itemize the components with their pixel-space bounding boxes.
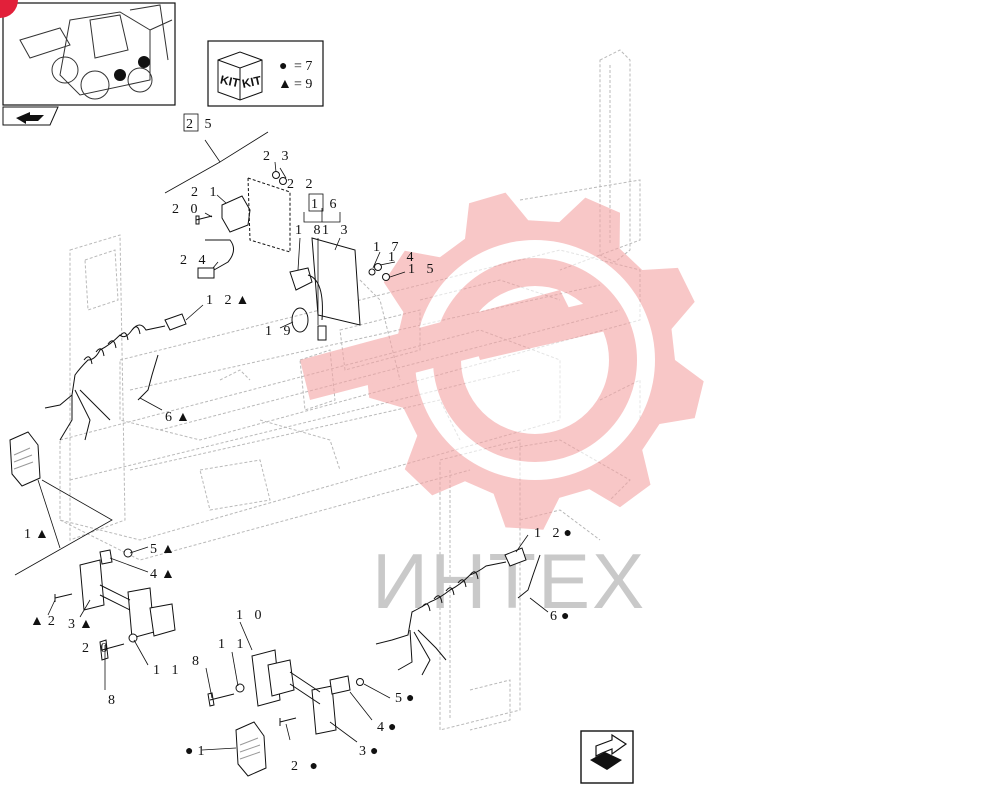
kit-legend-box: KIT KIT ● = 7 ▲ = 9 (207, 40, 324, 107)
callout-6-circle[interactable]: 6● (550, 609, 573, 624)
callout-21[interactable]: 2 1 (191, 185, 221, 200)
callout-4-circle[interactable]: 4● (377, 720, 400, 735)
callout-5-triangle[interactable]: 5▲ (150, 542, 179, 557)
rear-lamp-lower-part (235, 721, 267, 777)
next-page-icon[interactable] (580, 730, 634, 784)
kit-label-right: KIT (241, 73, 263, 91)
kit-legend-triangle-value: = 9 (294, 77, 312, 92)
back-arrow-icon[interactable] (2, 106, 59, 126)
kit-legend-circle-symbol: ● (279, 59, 287, 74)
callout-1-triangle[interactable]: 1▲ (24, 527, 53, 542)
callout-16[interactable]: 1 6 (311, 197, 341, 212)
bracket-plate-part (247, 177, 291, 253)
cable-part (205, 239, 234, 271)
callout-23[interactable]: 2 3 (263, 149, 293, 164)
callout-box-25 (183, 113, 199, 132)
connector-part (197, 267, 215, 279)
kit-legend-triangle-symbol: ▲ (278, 77, 292, 92)
callout-14[interactable]: 1 4 (388, 250, 418, 265)
callout-22-upper[interactable]: 2 2 (287, 177, 317, 192)
callout-2-circle[interactable]: 2 ● (291, 759, 322, 774)
callout-17[interactable]: 1 7 (373, 240, 403, 255)
lamp-housing-part (221, 195, 251, 233)
rear-lamp-part (9, 431, 41, 487)
callout-3-circle[interactable]: 3● (359, 744, 382, 759)
callout-11-left[interactable]: 1 1 (153, 663, 183, 678)
watermark-text: ИНТЕХ (372, 537, 646, 625)
callout-24[interactable]: 2 4 (180, 253, 210, 268)
callout-3-triangle[interactable]: 3▲ (68, 617, 97, 632)
callout-6-triangle[interactable]: 6▲ (165, 410, 194, 425)
callout-11-right[interactable]: 1 1 (218, 637, 248, 652)
callout-12-circle[interactable]: 1 2● (534, 526, 576, 541)
callout-10[interactable]: 1 0 (236, 608, 266, 623)
callout-8-left[interactable]: 8 (108, 693, 119, 708)
callout-20-upper[interactable]: 2 0 (172, 202, 202, 217)
callout-labels: 2 5 2 3 2 2 2 2 2 1 2 0 1 6 1 8 1 3 1 7 … (24, 117, 576, 774)
plate-part (311, 237, 361, 326)
callout-18[interactable]: 1 8 (295, 223, 325, 238)
kit-legend-circle-value: = 7 (294, 59, 312, 74)
callout-13[interactable]: 1 3 (322, 223, 352, 238)
screw-part (195, 215, 213, 225)
kit-label-left: KIT (219, 73, 241, 91)
callout-19[interactable]: 1 9 (265, 324, 295, 339)
callout-12-triangle[interactable]: 1 2▲ (206, 293, 253, 308)
wiring-harness-part (164, 313, 187, 331)
leader-lines (14, 131, 549, 751)
callout-4-triangle[interactable]: 4▲ (150, 567, 179, 582)
callout-20-lower[interactable]: 2 0 (82, 641, 112, 656)
callout-1-circle[interactable]: ●1 (185, 744, 208, 759)
callout-15[interactable]: 1 5 (408, 262, 438, 277)
callout-8-right[interactable]: 8 (192, 654, 203, 669)
callout-box-16 (308, 193, 324, 212)
backhoe-loader-thumbnail[interactable] (0, 0, 176, 106)
parts-group (9, 171, 541, 777)
callout-5-circle[interactable]: 5● (395, 691, 418, 706)
callout-2-triangle[interactable]: ▲2 (30, 614, 59, 629)
gear-logo-watermark (300, 192, 704, 530)
callout-25[interactable]: 2 5 (186, 117, 216, 132)
